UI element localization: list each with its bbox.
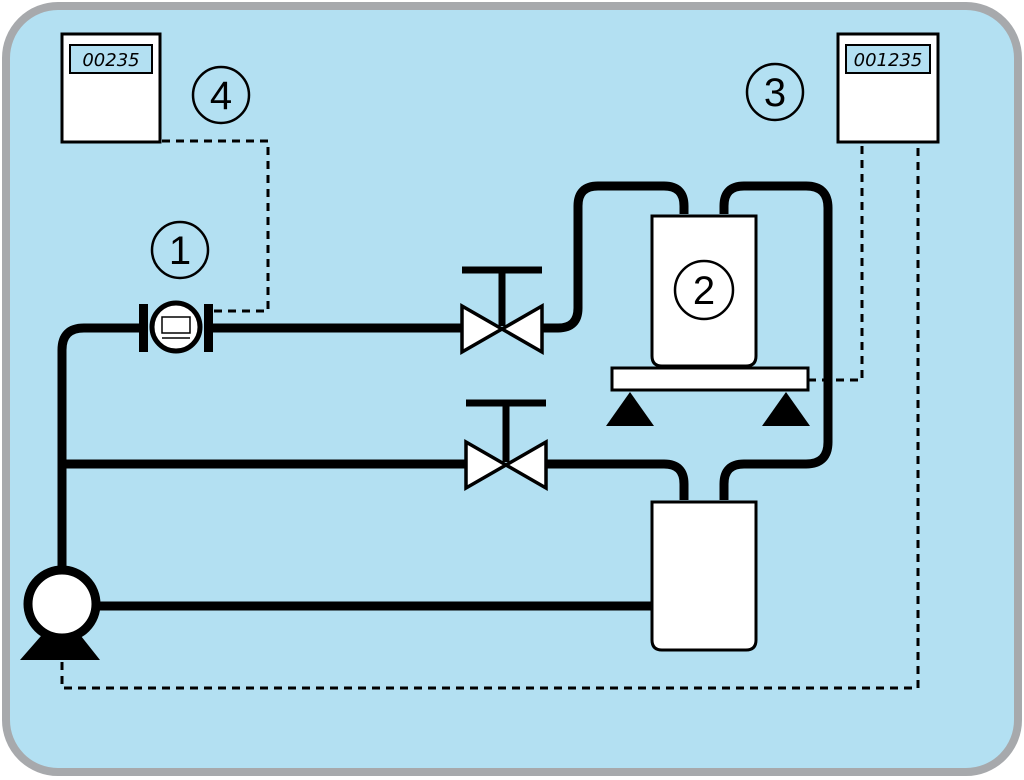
pipe-bypass-to-tank — [546, 459, 689, 500]
flowmeter — [139, 300, 213, 354]
meter-display-screen — [69, 44, 153, 74]
valve-lower-right-icon — [502, 438, 548, 492]
pipe-valve-to-vessel — [542, 181, 689, 333]
signal-line-pump-to-display — [60, 143, 920, 690]
callout-meter-display-ring — [191, 65, 251, 125]
meter-display-reading: 00235 — [82, 50, 139, 71]
weigh-vessel — [650, 214, 758, 368]
scale-support-right-icon — [762, 392, 810, 426]
flange-left-icon — [139, 304, 148, 352]
supply-tank — [650, 500, 758, 652]
flange-right-icon — [204, 304, 213, 352]
weigh-vessel-body — [650, 214, 758, 368]
pump-icon — [23, 565, 101, 643]
meter-display-unit: 00235 — [60, 32, 162, 144]
valve-upper-left-icon — [460, 302, 506, 356]
scale-support-left-icon — [606, 392, 654, 426]
callout-flowmeter-ring — [150, 220, 210, 280]
callout-weigh-vessel-label: 2 — [693, 269, 715, 313]
callout-weigh-vessel: 2 — [673, 259, 735, 321]
scale-platform — [610, 366, 810, 392]
callout-flowmeter-label: 1 — [169, 229, 191, 273]
valve-upper-right-icon — [498, 302, 544, 356]
flowmeter-register-icon — [161, 316, 191, 334]
callout-flowmeter: 1 — [150, 220, 210, 280]
pump — [20, 565, 101, 660]
valve-upper — [460, 266, 544, 356]
callout-scale-display: 3 — [745, 62, 805, 122]
callout-meter-display-label: 4 — [210, 74, 232, 118]
callout-scale-display-ring — [745, 62, 805, 122]
valve-lower-left-icon — [464, 438, 510, 492]
callout-weigh-vessel-ring — [673, 259, 735, 321]
callout-meter-display: 4 — [191, 65, 251, 125]
flowmeter-body-icon — [149, 300, 203, 354]
scale-display-unit: 001235 — [836, 32, 940, 144]
valve-lower — [464, 399, 548, 492]
pipe-vessel-to-tank — [719, 181, 833, 500]
weighing-scale — [606, 366, 810, 426]
scale-display-screen — [845, 44, 931, 74]
callout-scale-display-label: 3 — [764, 71, 786, 115]
pipe-pump-riser — [57, 323, 140, 580]
scale-display-reading: 001235 — [854, 50, 923, 71]
